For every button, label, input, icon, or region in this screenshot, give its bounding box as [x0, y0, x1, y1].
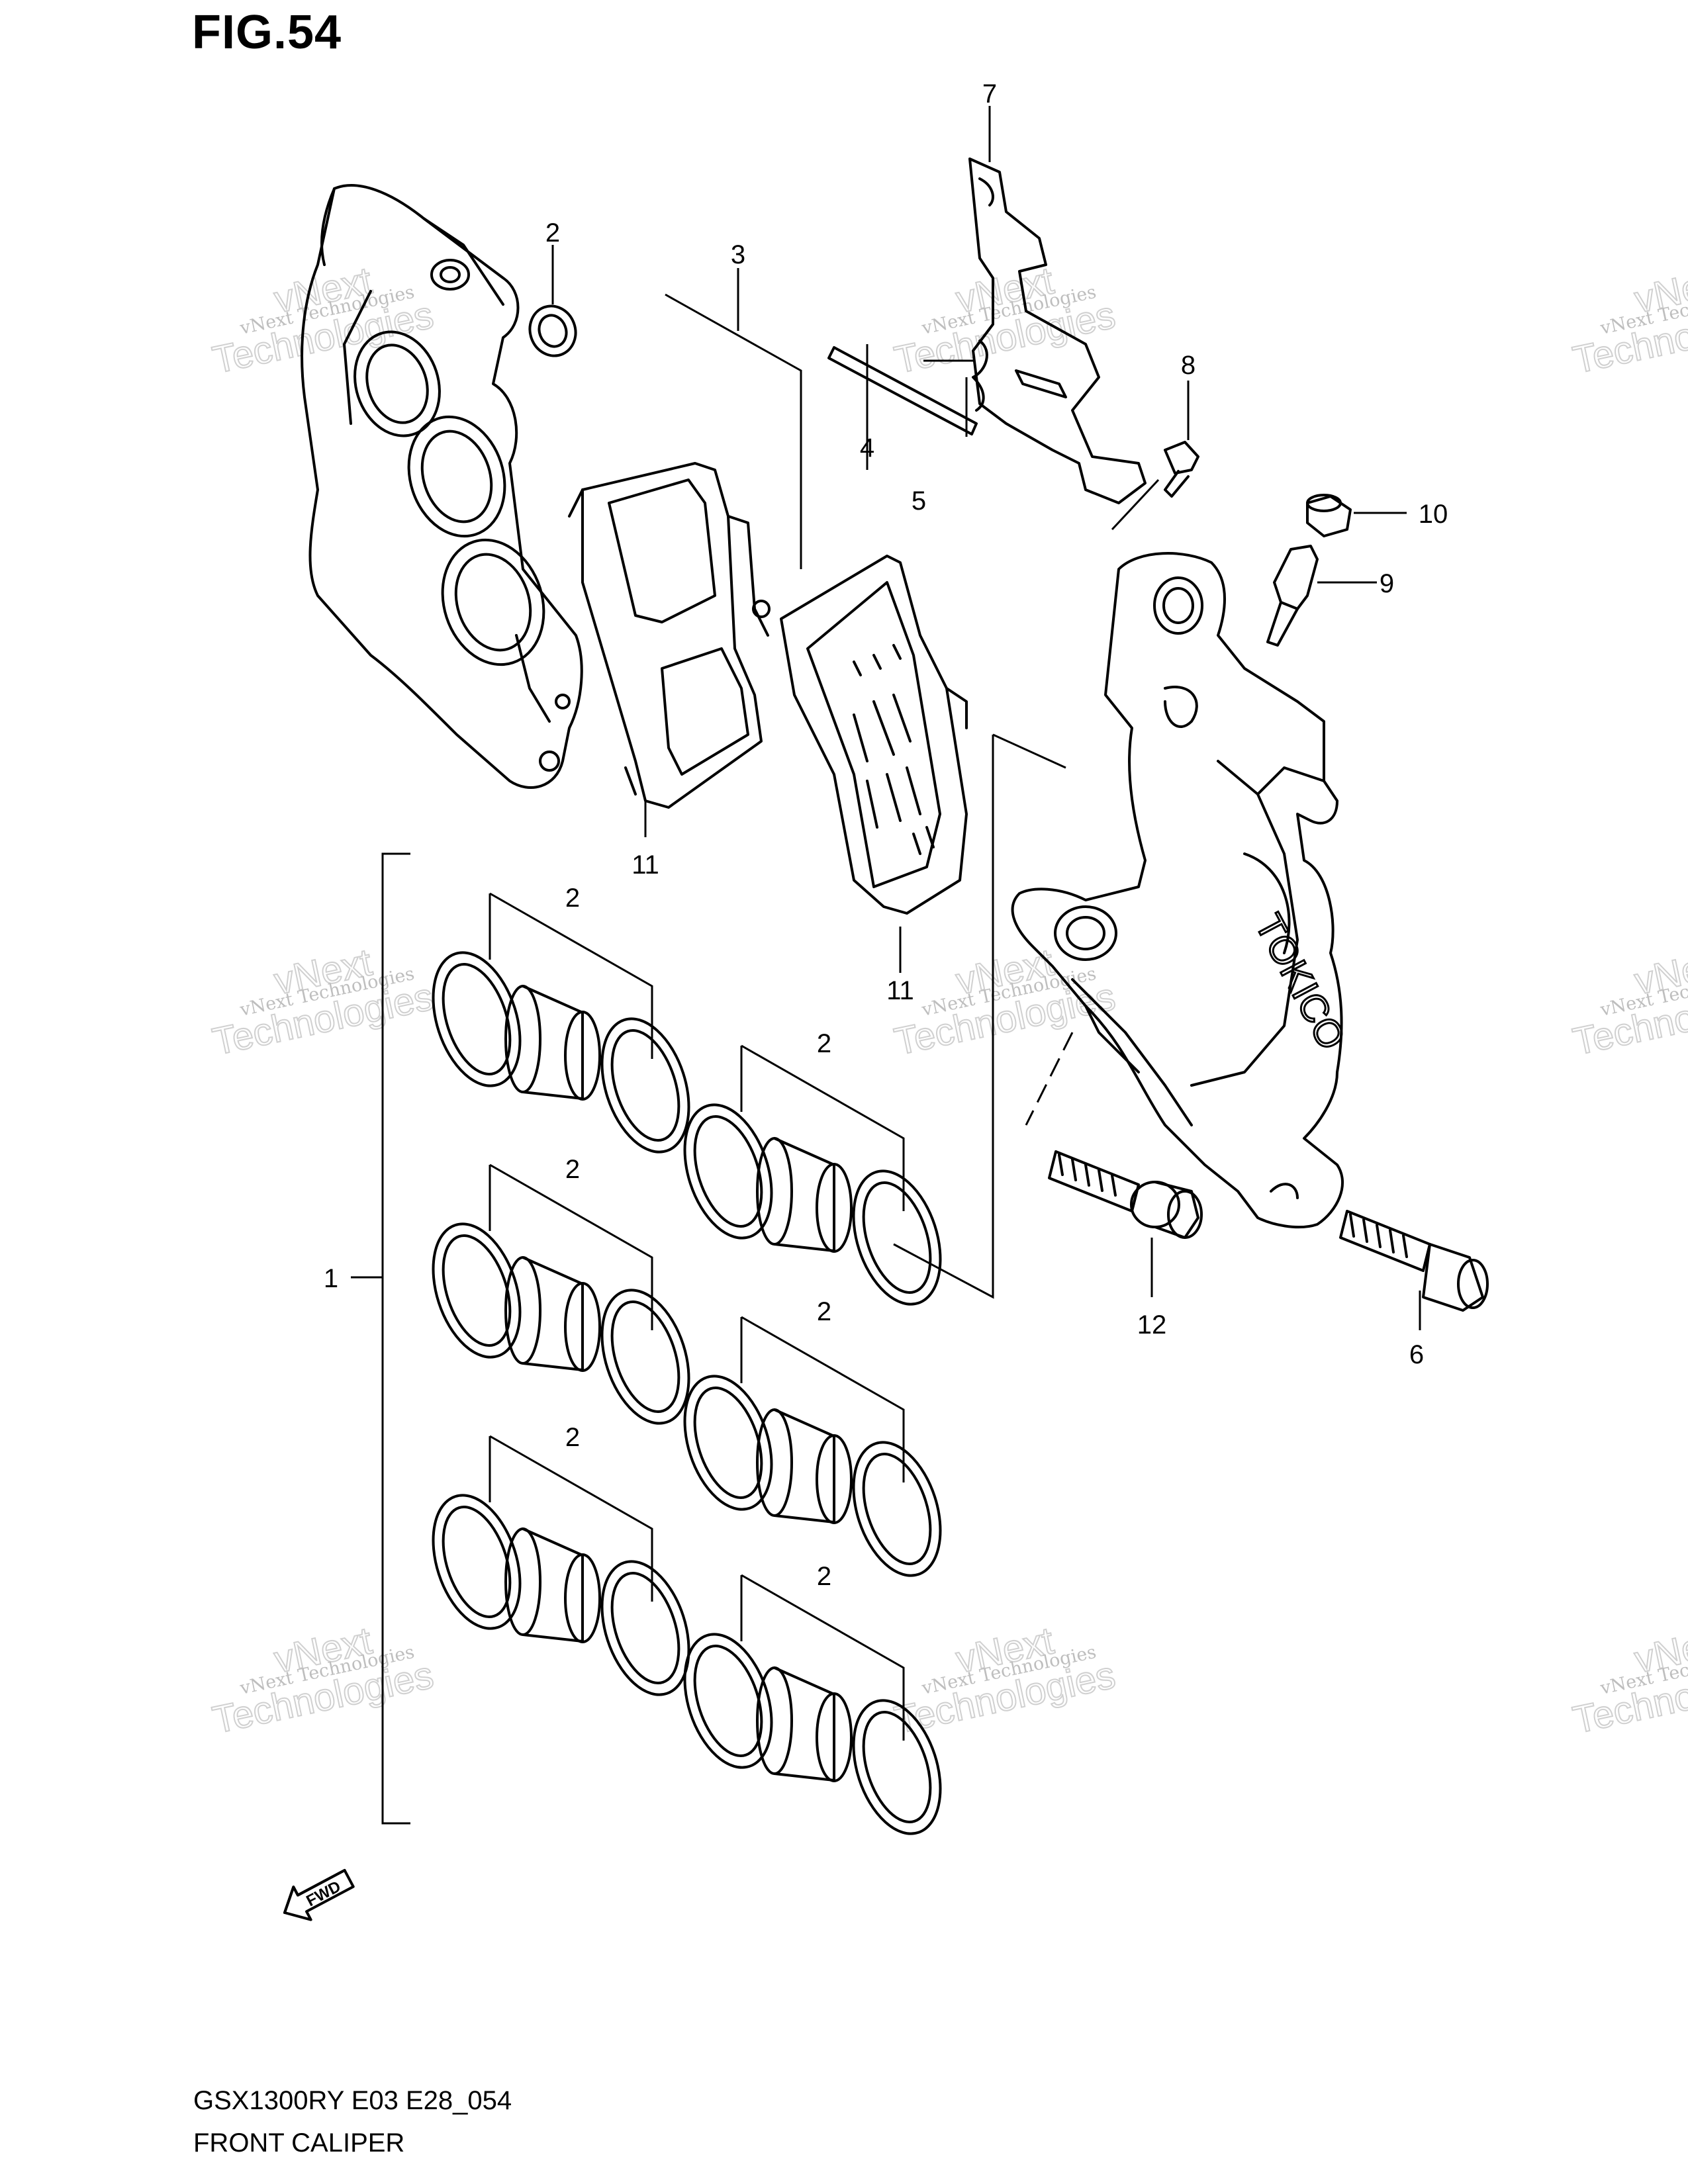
callout-number: 10 [1419, 500, 1448, 529]
callout-number: 8 [1181, 351, 1196, 380]
callout-number: 5 [912, 486, 926, 516]
callout-labels: 2 3 7 8 4 5 10 9 11 11 2 2 2 2 2 2 1 12 … [324, 79, 1448, 1591]
piston-set-row3-right [683, 1574, 942, 1835]
caliper-body-left [301, 184, 583, 789]
diagram-part-name: FRONT CALIPER [193, 2128, 405, 2158]
pad-pin [827, 344, 978, 470]
callout-number: 2 [565, 1155, 580, 1184]
forward-direction-arrow: FWD [283, 1868, 355, 1921]
callout-number: 11 [632, 850, 659, 880]
callout-number: 7 [982, 79, 997, 109]
figure-title: FIG.54 [192, 6, 342, 59]
callout-number: 2 [545, 218, 560, 248]
piston-set-row1-right [683, 1044, 942, 1306]
callout-number: 4 [860, 433, 874, 463]
watermark-text: vNext [1631, 259, 1688, 321]
model-code: GSX1300RY E03 E28_054 [193, 2086, 512, 2115]
callout-bracket-3 [644, 268, 802, 837]
caliper-mounting-bolt [1048, 1150, 1203, 1297]
callout-number: 2 [565, 884, 580, 913]
caliper-bracket-plate [968, 106, 1147, 504]
pad-clip [923, 340, 988, 437]
watermark-text: vNext [1631, 1619, 1688, 1681]
piston-set-row2-right [683, 1316, 942, 1577]
callout-number: 1 [324, 1264, 338, 1293]
bleeder-bolt-small [1111, 381, 1199, 531]
caliper-bolt-long [1339, 1210, 1489, 1330]
callout-number: 6 [1409, 1340, 1424, 1369]
brake-pad-left [568, 462, 771, 809]
callout-number: 2 [817, 1029, 831, 1058]
callout-number: 2 [565, 1423, 580, 1452]
brake-pad-right [780, 555, 968, 973]
callout-number: 12 [1137, 1310, 1167, 1340]
assembly-bracket-1 [351, 852, 410, 1825]
callout-number: 2 [817, 1297, 831, 1326]
callout-number: 3 [731, 240, 745, 269]
caliper-body-right: TOKICO [893, 552, 1354, 1299]
piston-set-row2-left [432, 1163, 690, 1425]
bleeder-valve [1266, 545, 1377, 647]
piston-set-row1-left [432, 892, 690, 1154]
bleeder-cap [1306, 494, 1407, 537]
callout-number: 11 [886, 976, 914, 1005]
watermark-text: vNext [1631, 940, 1688, 1003]
callout-number: 2 [817, 1562, 831, 1591]
seal-ring-small [528, 245, 577, 357]
piston-set-row3-left [432, 1435, 690, 1696]
callout-number: 9 [1380, 569, 1394, 598]
